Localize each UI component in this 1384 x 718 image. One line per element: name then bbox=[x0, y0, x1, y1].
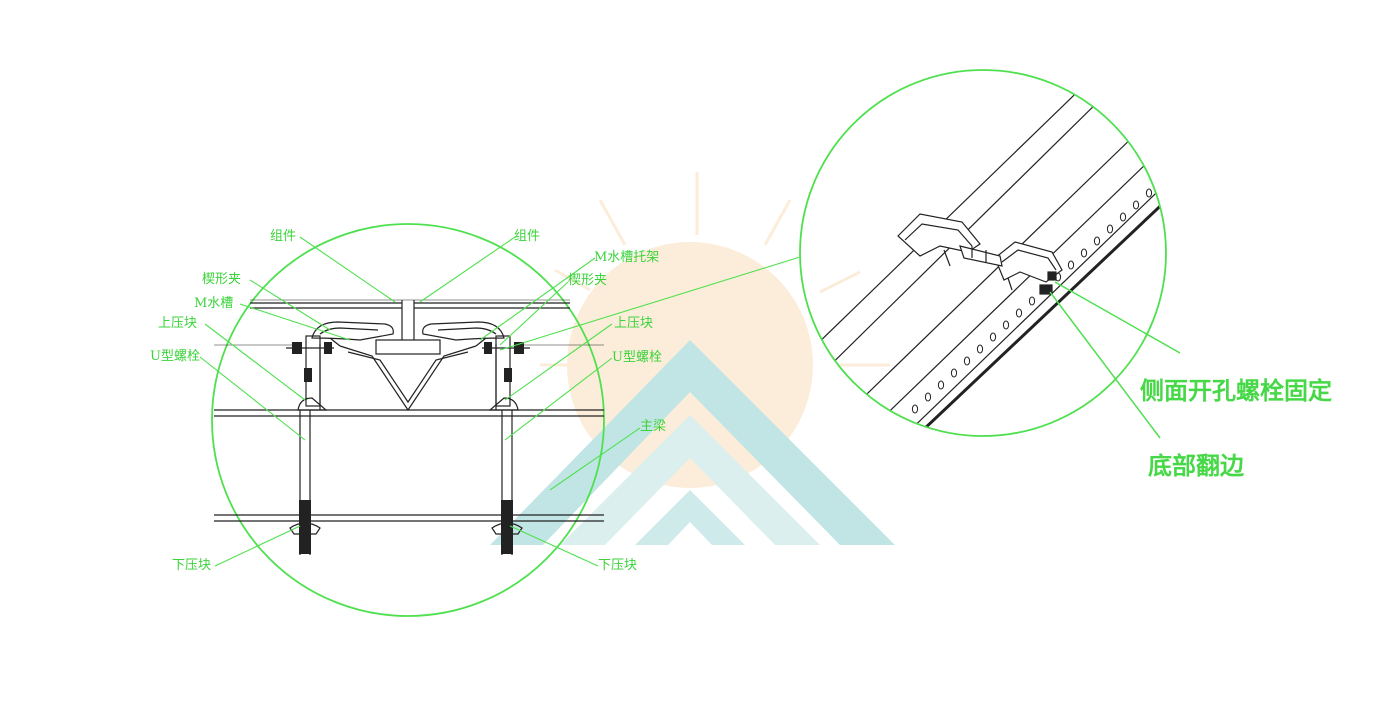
label-main-beam: 主梁 bbox=[640, 419, 666, 434]
zoom-leader-lines bbox=[1049, 281, 1181, 439]
watermark-roof-core bbox=[635, 490, 745, 545]
main-beam bbox=[214, 344, 604, 522]
label-m-trough-bracket: M水槽托架 bbox=[594, 250, 659, 265]
cross-section-circle bbox=[211, 223, 605, 617]
u-bolts bbox=[299, 410, 513, 555]
label-lower-block-right: 下压块 bbox=[598, 558, 637, 573]
module-panels bbox=[250, 299, 570, 340]
side-bolts bbox=[286, 342, 530, 382]
label-module-left: 组件 bbox=[270, 229, 296, 244]
m-trough bbox=[329, 337, 487, 412]
u-bolt-threads bbox=[299, 500, 513, 554]
cross-section-detail: 组件 组件 楔形夹 M水槽 M水槽托架 楔形夹 上压块 上压块 U型螺栓 U型螺… bbox=[150, 223, 801, 617]
label-m-trough: M水槽 bbox=[194, 296, 233, 311]
label-u-bolt-right: U型螺栓 bbox=[612, 350, 662, 365]
watermark-roof-outer bbox=[490, 340, 895, 545]
label-bottom-flange: 底部翻边 bbox=[1148, 452, 1245, 480]
label-module-right: 组件 bbox=[514, 229, 540, 244]
watermark-roof-inner bbox=[560, 415, 820, 545]
zoom-detail: 侧面开孔螺栓固定 底部翻边 bbox=[799, 69, 1332, 480]
label-lower-block-left: 下压块 bbox=[172, 558, 211, 573]
label-wedge-clip-left: 楔形夹 bbox=[202, 272, 241, 287]
leader-lines bbox=[199, 236, 801, 567]
label-wedge-clip-right: 楔形夹 bbox=[568, 273, 607, 288]
rail-holes bbox=[911, 188, 1153, 414]
zoom-detail-circle bbox=[799, 69, 1167, 437]
lower-blocks bbox=[289, 522, 523, 535]
label-upper-block-right: 上压块 bbox=[614, 316, 653, 331]
label-side-hole-bolt: 侧面开孔螺栓固定 bbox=[1140, 377, 1332, 405]
label-u-bolt-left: U型螺栓 bbox=[150, 349, 200, 364]
watermark-logo bbox=[490, 172, 895, 545]
label-upper-block-left: 上压块 bbox=[158, 316, 197, 331]
clamp-assembly bbox=[897, 213, 1063, 295]
watermark-sun-rays bbox=[540, 172, 890, 367]
